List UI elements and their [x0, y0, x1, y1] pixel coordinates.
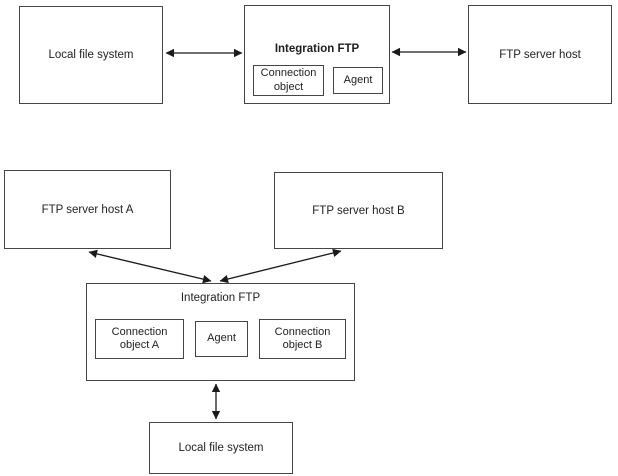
- node-agent-bottom: Agent: [195, 321, 248, 357]
- node-connection-object-b: Connection object B: [259, 319, 346, 359]
- node-ftp-server-host-a: FTP server host A: [4, 170, 171, 249]
- node-label: FTP server host A: [41, 203, 134, 216]
- arrow-ftphosta-integrationftp: [88, 249, 212, 284]
- node-ftp-server-host-b: FTP server host B: [274, 172, 443, 249]
- node-connection-object-a: Connection object A: [95, 319, 184, 359]
- node-connection-object: Connection object: [253, 65, 324, 96]
- node-integration-ftp-top: Integration FTP Connection object Agent: [244, 5, 390, 104]
- node-integration-ftp-bottom: Integration FTP Connection object A Agen…: [86, 283, 355, 381]
- node-label: Agent: [343, 73, 373, 86]
- node-local-file-system-top: Local file system: [19, 6, 163, 104]
- node-label: Local file system: [178, 442, 264, 454]
- integration-ftp-title: Integration FTP: [180, 292, 261, 304]
- node-label: Connection object B: [274, 325, 331, 352]
- node-label: FTP server host: [499, 48, 581, 61]
- node-label: Connection object A: [111, 325, 168, 352]
- node-label: Connection object: [260, 67, 317, 93]
- arrow-ftphostb-integrationftp: [219, 248, 342, 284]
- integration-ftp-title: Integration FTP: [274, 43, 360, 55]
- node-agent-top: Agent: [333, 67, 383, 94]
- node-local-file-system-bottom: Local file system: [149, 422, 293, 474]
- node-ftp-server-host: FTP server host: [468, 5, 612, 104]
- node-label: Agent: [207, 332, 236, 345]
- node-label: Local file system: [48, 49, 134, 61]
- node-label: FTP server host B: [312, 204, 405, 217]
